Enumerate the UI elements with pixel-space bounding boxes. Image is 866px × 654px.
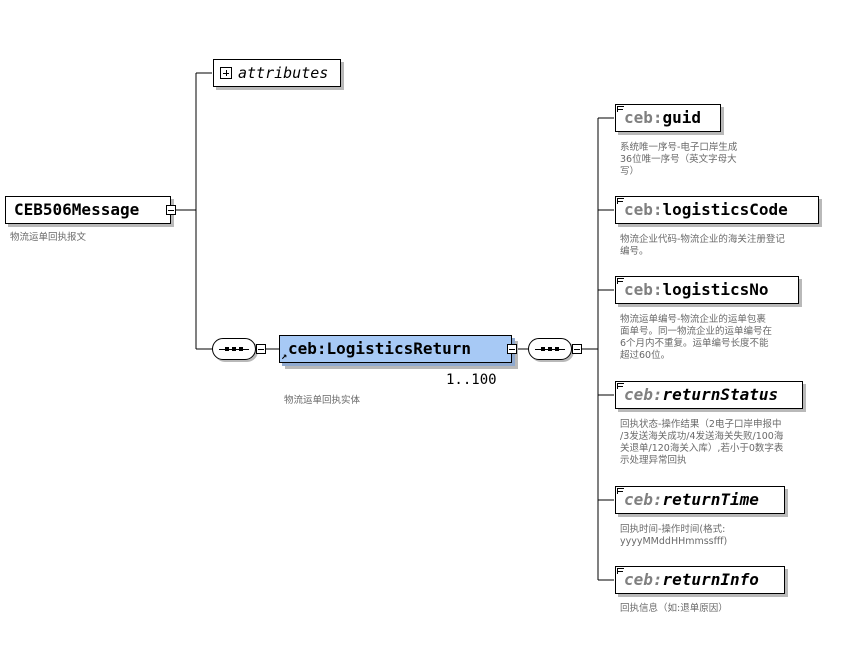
field-name: guid xyxy=(662,108,702,127)
field-guid-box[interactable]: ceb:guid xyxy=(615,104,721,132)
field-prefix: ceb: xyxy=(624,108,663,127)
logistics-return-element-box[interactable]: ↗ ceb:LogisticsReturn xyxy=(279,335,512,363)
logistics-return-prefix: ceb: xyxy=(288,339,327,358)
field-return-time-description: 回执时间-操作时间(格式: yyyyMMddHHmmssfff) xyxy=(620,524,728,547)
root-collapse-toggle[interactable] xyxy=(166,205,176,215)
root-element-description: 物流运单回执报文 xyxy=(10,232,87,243)
field-return-status-box[interactable]: ceb:returnStatus xyxy=(615,381,803,409)
logistics-return-description: 物流运单回执实体 xyxy=(284,395,361,406)
field-prefix: ceb: xyxy=(624,280,663,299)
field-name: returnInfo xyxy=(662,570,759,589)
field-prefix: ceb: xyxy=(624,385,663,404)
field-return-status-description: 回执状态-操作结果（2电子口岸申报中 /3发送海关成功/4发送海关失败/100海… xyxy=(620,419,784,466)
sequence-compositor-icon xyxy=(528,338,572,360)
field-logistics-no-description: 物流运单编号-物流企业的运单包裹 面单号。同一物流企业的运单编号在 6个月内不重… xyxy=(620,314,773,361)
reference-arrow-icon: ↗ xyxy=(281,351,288,362)
document-corner-icon xyxy=(617,198,624,204)
field-return-info-description: 回执信息（如:退单原因） xyxy=(620,603,728,614)
field-name: logisticsCode xyxy=(662,200,788,219)
sequence-collapse-toggle[interactable] xyxy=(256,344,266,354)
logistics-return-collapse-toggle[interactable] xyxy=(507,344,517,354)
field-name: returnStatus xyxy=(662,385,779,404)
document-corner-icon xyxy=(617,106,624,112)
attributes-label: attributes xyxy=(238,64,329,82)
expand-plus-icon[interactable] xyxy=(220,67,232,79)
field-return-time-box[interactable]: ceb:returnTime xyxy=(615,486,785,514)
field-logistics-code-description: 物流企业代码-物流企业的海关注册登记 编号。 xyxy=(620,234,785,257)
field-return-info-box[interactable]: ceb:returnInfo xyxy=(615,566,785,594)
field-guid-description: 系统唯一序号-电子口岸生成 36位唯一序号（英文字母大 写） xyxy=(620,142,738,177)
document-corner-icon xyxy=(617,278,624,284)
attributes-box[interactable]: attributes xyxy=(213,59,341,87)
field-logistics-code-box[interactable]: ceb:logisticsCode xyxy=(615,196,819,224)
field-logistics-no-box[interactable]: ceb:logisticsNo xyxy=(615,276,799,304)
sequence-collapse-toggle[interactable] xyxy=(572,344,582,354)
root-element-box[interactable]: CEB506Message xyxy=(5,196,171,224)
cardinality-label: 1..100 xyxy=(446,372,497,388)
logistics-return-name: LogisticsReturn xyxy=(326,339,472,358)
field-prefix: ceb: xyxy=(624,490,663,509)
field-name: returnTime xyxy=(662,490,759,509)
sequence-compositor-icon xyxy=(212,338,256,360)
field-name: logisticsNo xyxy=(662,280,769,299)
document-corner-icon xyxy=(617,488,624,494)
field-prefix: ceb: xyxy=(624,570,663,589)
field-prefix: ceb: xyxy=(624,200,663,219)
document-corner-icon xyxy=(617,383,624,389)
document-corner-icon xyxy=(617,568,624,574)
root-element-name: CEB506Message xyxy=(14,200,140,219)
